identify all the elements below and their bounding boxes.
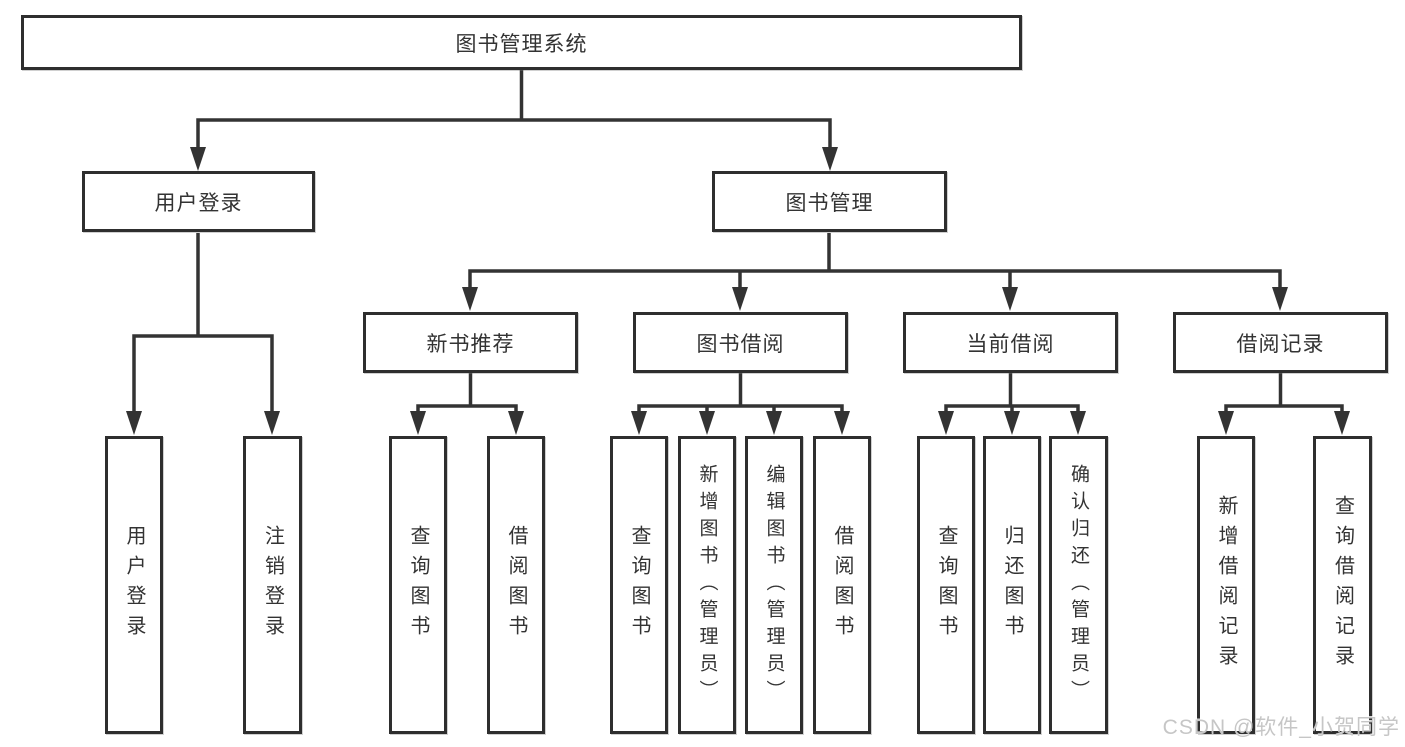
node-label: 借阅图书 (505, 525, 527, 645)
leaf-return-books: 归还图书 (983, 436, 1041, 734)
connector-borrow-records (1224, 373, 1344, 413)
arrow-down-icon (410, 411, 426, 435)
node-label: 查询图书 (935, 525, 957, 645)
arrow-down-icon (699, 411, 715, 435)
arrow-down-icon (1334, 411, 1350, 435)
arrow-down-icon (1002, 287, 1018, 311)
node-label: 确认归还（管理员） (1068, 463, 1089, 707)
arrow-down-icon (190, 147, 206, 171)
connector-book-borrow (637, 373, 844, 413)
node-root-system: 图书管理系统 (21, 15, 1022, 70)
node-label: 图书管理 (785, 191, 874, 215)
leaf-user-login: 用户登录 (105, 436, 163, 734)
node-label: 借阅记录 (1236, 332, 1325, 356)
node-label: 用户登录 (154, 191, 243, 215)
node-label: 编辑图书（管理员） (763, 463, 785, 707)
arrow-down-icon (822, 147, 838, 171)
leaf-query-borrow-record: 查询借阅记录 (1313, 436, 1372, 734)
arrow-down-icon (834, 411, 850, 435)
leaf-logout-login: 注销登录 (243, 436, 302, 734)
node-label: 查询图书 (628, 525, 650, 645)
node-label: 图书管理系统 (455, 32, 588, 56)
node-label: 注销登录 (261, 525, 284, 645)
leaf-add-borrow-record: 新增借阅记录 (1197, 436, 1255, 734)
connector-root (196, 70, 832, 149)
node-label: 归还图书 (1001, 525, 1023, 645)
node-borrow-records: 借阅记录 (1173, 312, 1388, 373)
connector-user-login (132, 233, 274, 413)
node-new-book-recommend: 新书推荐 (363, 312, 578, 373)
arrow-down-icon (1272, 287, 1288, 311)
arrow-down-icon (732, 287, 748, 311)
arrow-down-icon (766, 411, 782, 435)
arrow-down-icon (1004, 411, 1020, 435)
leaf-query-books: 查询图书 (610, 436, 668, 734)
leaf-confirm-return-admin: 确认归还（管理员） (1049, 436, 1108, 734)
node-label: 当前借阅 (966, 332, 1055, 356)
arrowheads (126, 147, 1350, 435)
leaf-edit-books-admin: 编辑图书（管理员） (745, 436, 803, 734)
arrow-down-icon (1218, 411, 1234, 435)
leaf-query-books: 查询图书 (917, 436, 975, 734)
node-label: 新增借阅记录 (1215, 495, 1237, 675)
arrow-down-icon (462, 287, 478, 311)
arrow-down-icon (126, 411, 142, 435)
node-book-borrow: 图书借阅 (633, 312, 848, 373)
connector-book-management (468, 233, 1282, 289)
leaf-borrow-books: 借阅图书 (813, 436, 871, 734)
arrow-down-icon (1070, 411, 1086, 435)
node-label: 借阅图书 (831, 525, 853, 645)
node-label: 新书推荐 (426, 332, 515, 356)
node-label: 用户登录 (123, 525, 145, 645)
node-user-login: 用户登录 (82, 171, 315, 232)
leaf-add-books-admin: 新增图书（管理员） (678, 436, 736, 734)
arrow-down-icon (631, 411, 647, 435)
node-label: 查询图书 (407, 525, 429, 645)
connector-new-book-recommend (416, 373, 518, 413)
csdn-watermark: CSDN @软件_小贺同学 (1162, 716, 1400, 739)
arrow-down-icon (508, 411, 524, 435)
node-label: 查询借阅记录 (1331, 495, 1354, 675)
leaf-query-books: 查询图书 (389, 436, 447, 734)
leaf-borrow-books: 借阅图书 (487, 436, 545, 734)
arrow-down-icon (938, 411, 954, 435)
node-label: 新增图书（管理员） (696, 463, 718, 707)
node-book-management: 图书管理 (712, 171, 947, 232)
node-label: 图书借阅 (696, 332, 785, 356)
node-current-borrow: 当前借阅 (903, 312, 1118, 373)
connector-current-borrow (944, 373, 1080, 413)
arrow-down-icon (264, 411, 280, 435)
